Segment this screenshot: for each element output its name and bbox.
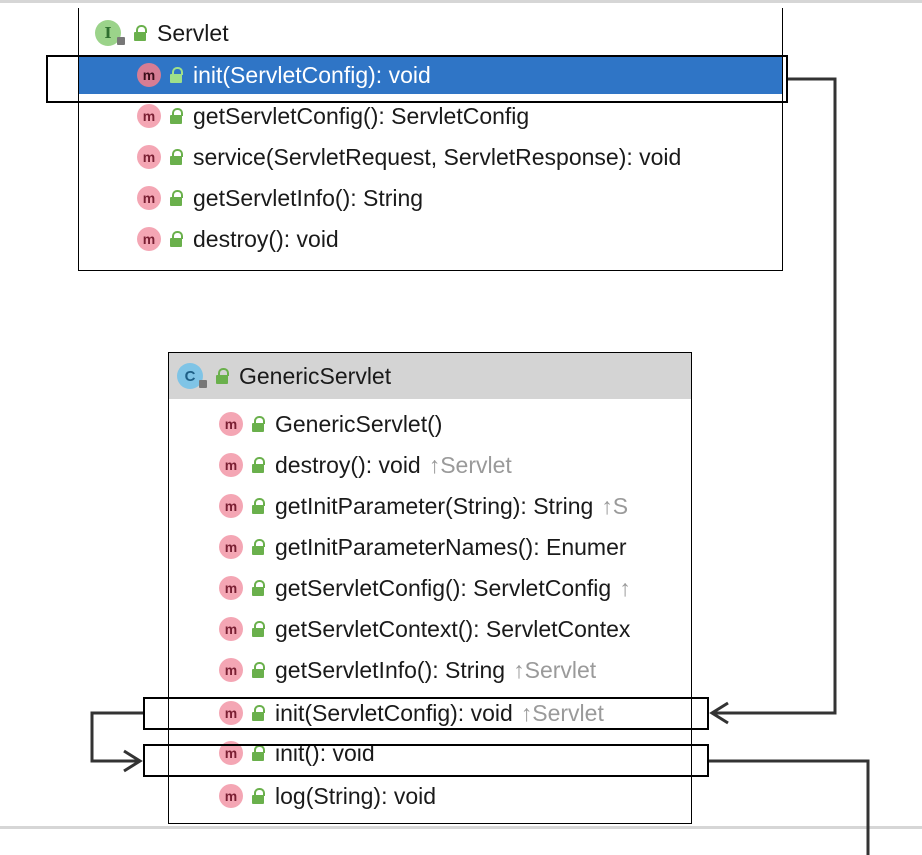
public-access-icon [251,705,265,721]
method-signature: getInitParameterNames(): Enumer [275,533,627,560]
public-access-icon [251,539,265,555]
arrow-init-servletconfig-to-init [90,711,143,763]
public-access-icon [251,662,265,678]
public-access-icon [169,190,183,206]
method-icon: m [219,701,243,725]
arrow-head-right-panel [709,701,729,725]
method-icon: m [219,453,243,477]
public-access-icon [169,231,183,247]
method-icon: m [137,63,161,87]
inherited-from-label: ↑Servlet [520,699,604,726]
method-signature: getServletInfo(): String [193,184,424,211]
public-access-icon [251,788,265,804]
method-signature: getServletInfo(): String [275,656,506,683]
public-access-icon [251,580,265,596]
public-access-icon [169,149,183,165]
public-access-icon [133,25,147,41]
inherited-from-label: ↑ [619,574,631,601]
method-signature: destroy(): void [275,451,421,478]
method-row-init-servletconfig[interactable]: m init(ServletConfig): void ↑Servlet [219,694,604,732]
method-icon: m [219,535,243,559]
lock-overlay-icon [117,37,125,45]
method-signature: destroy(): void [193,225,339,252]
method-row[interactable]: m service(ServletRequest, ServletRespons… [137,138,681,176]
method-row[interactable]: m GenericServlet() [219,405,450,443]
servlet-header-row[interactable]: I Servlet [95,14,229,52]
method-row[interactable]: m getServletContext(): ServletContex [219,610,689,648]
interface-name: Servlet [157,19,229,46]
method-row[interactable]: m getServletConfig(): ServletConfig [137,97,529,135]
public-access-icon [169,67,183,83]
method-icon: m [219,494,243,518]
method-row[interactable]: m destroy(): void ↑Servlet [219,446,512,484]
method-icon: m [137,227,161,251]
method-icon: m [137,145,161,169]
inherited-from-label: ↑S [601,492,629,519]
method-row[interactable]: m getInitParameterNames(): Enumer [219,528,689,566]
method-icon: m [219,412,243,436]
genericservlet-class-panel: C GenericServlet m GenericServlet() m de… [168,352,692,824]
method-icon: m [219,617,243,641]
method-signature: getServletConfig(): ServletConfig [275,574,612,601]
method-signature: getInitParameter(String): String [275,492,594,519]
interface-icon: I [95,20,121,46]
method-row[interactable]: m getServletInfo(): String ↑Servlet [219,651,596,689]
inherited-from-label: ↑Servlet [428,451,512,478]
bottom-divider [0,826,922,829]
method-icon: m [219,784,243,808]
method-signature: init(): void [275,739,375,766]
method-icon: m [219,658,243,682]
method-signature: log(String): void [275,782,437,809]
arrow-servlet-init-to-generic-init [712,77,837,715]
public-access-icon [251,457,265,473]
public-access-icon [251,621,265,637]
method-row[interactable]: m getServletConfig(): ServletConfig ↑ [219,569,689,607]
class-name: GenericServlet [239,362,392,389]
public-access-icon [251,498,265,514]
line-init-down [709,759,870,855]
servlet-interface-panel: I Servlet m init(ServletConfig): void m … [78,8,783,271]
lock-overlay-icon [199,380,207,388]
method-icon: m [219,576,243,600]
method-icon: m [137,186,161,210]
method-signature: init(ServletConfig): void [275,699,513,726]
top-divider [0,0,922,3]
genericservlet-header-row[interactable]: C GenericServlet [169,353,691,399]
method-row[interactable]: m log(String): void [219,777,444,815]
method-signature: init(ServletConfig): void [193,61,431,88]
method-signature: service(ServletRequest, ServletResponse)… [193,143,682,170]
method-icon: m [137,104,161,128]
public-access-icon [251,416,265,432]
public-access-icon [215,368,229,384]
method-signature: getServletContext(): ServletContex [275,615,631,642]
inherited-from-label: ↑Servlet [513,656,597,683]
method-signature: getServletConfig(): ServletConfig [193,102,530,129]
method-row-init-selected[interactable]: m init(ServletConfig): void [79,56,782,94]
method-row[interactable]: m destroy(): void [137,220,339,258]
arrow-head-left [123,749,143,773]
public-access-icon [169,108,183,124]
public-access-icon [251,745,265,761]
class-icon: C [177,363,203,389]
method-row[interactable]: m getServletInfo(): String [137,179,423,217]
method-signature: GenericServlet() [275,410,443,437]
method-row[interactable]: m getInitParameter(String): String ↑S [219,487,689,525]
